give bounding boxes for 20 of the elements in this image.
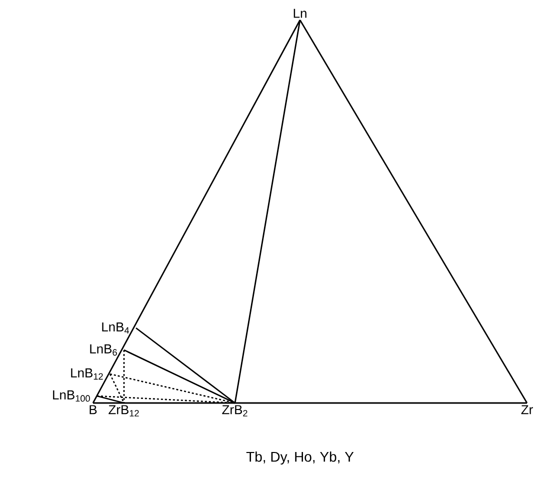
phase-line [110,373,236,404]
vertex-label: ZrB$_{2}$ [222,405,248,416]
phase-line [123,350,125,403]
vertex-label: LnB$_{100}$ [53,390,90,402]
phase-line [93,402,527,404]
vertex-label: B [90,405,97,414]
caption: Tb, Dy, Ho, Yb, Y [246,451,354,465]
vertex-label: LnB$_{6}$ [90,344,117,356]
vertex-label: Ln [294,8,306,18]
phase-line [234,20,301,404]
vertex-label: LnB$_{4}$ [102,322,130,334]
phase-line [92,20,301,404]
vertex-label: ZrB$_{12}$ [108,405,139,416]
vertex-label: LnB$_{12}$ [71,368,103,380]
phase-line [299,20,528,404]
phase-line [136,327,236,404]
phase-line [96,395,124,404]
vertex-label: Zr [521,405,533,414]
phase-line [124,349,236,404]
phase-line [109,374,125,404]
